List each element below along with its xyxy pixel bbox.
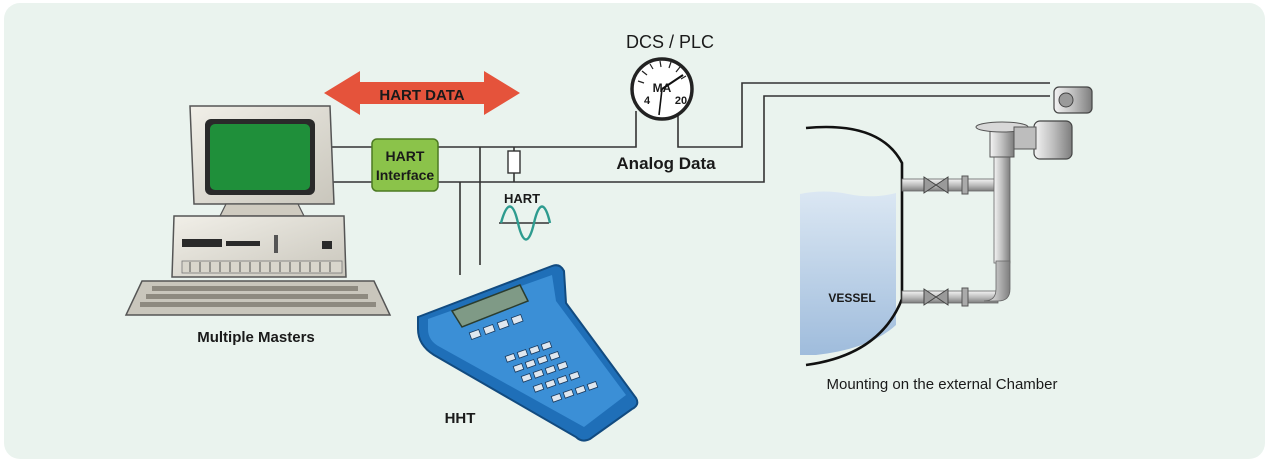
hart-signal-label: HART xyxy=(504,191,540,206)
gauge-low: 4 xyxy=(644,95,651,107)
lower-pipe xyxy=(901,290,999,304)
wire-lower xyxy=(330,95,1050,183)
hart-interface-label-2: Interface xyxy=(376,167,435,183)
external-chamber: Mounting on the external Chamber xyxy=(827,86,1093,393)
computer-icon: Multiple Masters xyxy=(124,105,392,346)
vessel-label: VESSEL xyxy=(828,291,875,305)
gauge-needle xyxy=(661,74,684,90)
dcs-plc-gauge: DCS / PLC MA 4 20 Analog Data xyxy=(616,32,716,173)
monitor-screen xyxy=(210,124,310,190)
wiring-lines xyxy=(330,82,1050,275)
hht-keypad xyxy=(468,313,599,403)
mounting-label: Mounting on the external Chamber xyxy=(827,376,1058,393)
hart-signal: HART xyxy=(499,191,552,241)
wave-icon xyxy=(499,205,552,241)
vessel: VESSEL xyxy=(800,125,904,367)
dcs-plc-label: DCS / PLC xyxy=(626,32,714,52)
hht-display xyxy=(450,284,530,328)
hart-data-arrow: HART DATA xyxy=(324,71,520,115)
gauge-ticks xyxy=(637,60,687,84)
multiple-masters-label: Multiple Masters xyxy=(197,329,315,346)
chamber-column xyxy=(993,152,1011,264)
gauge-high: 20 xyxy=(675,95,687,107)
diagram-panel: HART DATA HART Interface HART DCS / PLC … xyxy=(4,3,1265,459)
vessel-liquid xyxy=(800,191,896,355)
wire-analog-return xyxy=(677,82,1050,148)
hart-interface-label-1: HART xyxy=(386,148,425,164)
level-transmitter xyxy=(1033,120,1073,160)
hht-device: HHT xyxy=(417,264,639,442)
hart-network-diagram: HART DATA HART Interface HART DCS / PLC … xyxy=(124,32,1093,442)
gauge-stem xyxy=(658,88,663,116)
analog-data-label: Analog Data xyxy=(616,154,716,173)
hart-interface: HART Interface xyxy=(371,138,439,192)
hart-data-label: HART DATA xyxy=(379,87,464,104)
resistor xyxy=(507,150,521,174)
hht-label: HHT xyxy=(445,410,476,427)
upper-pipe xyxy=(901,178,999,192)
